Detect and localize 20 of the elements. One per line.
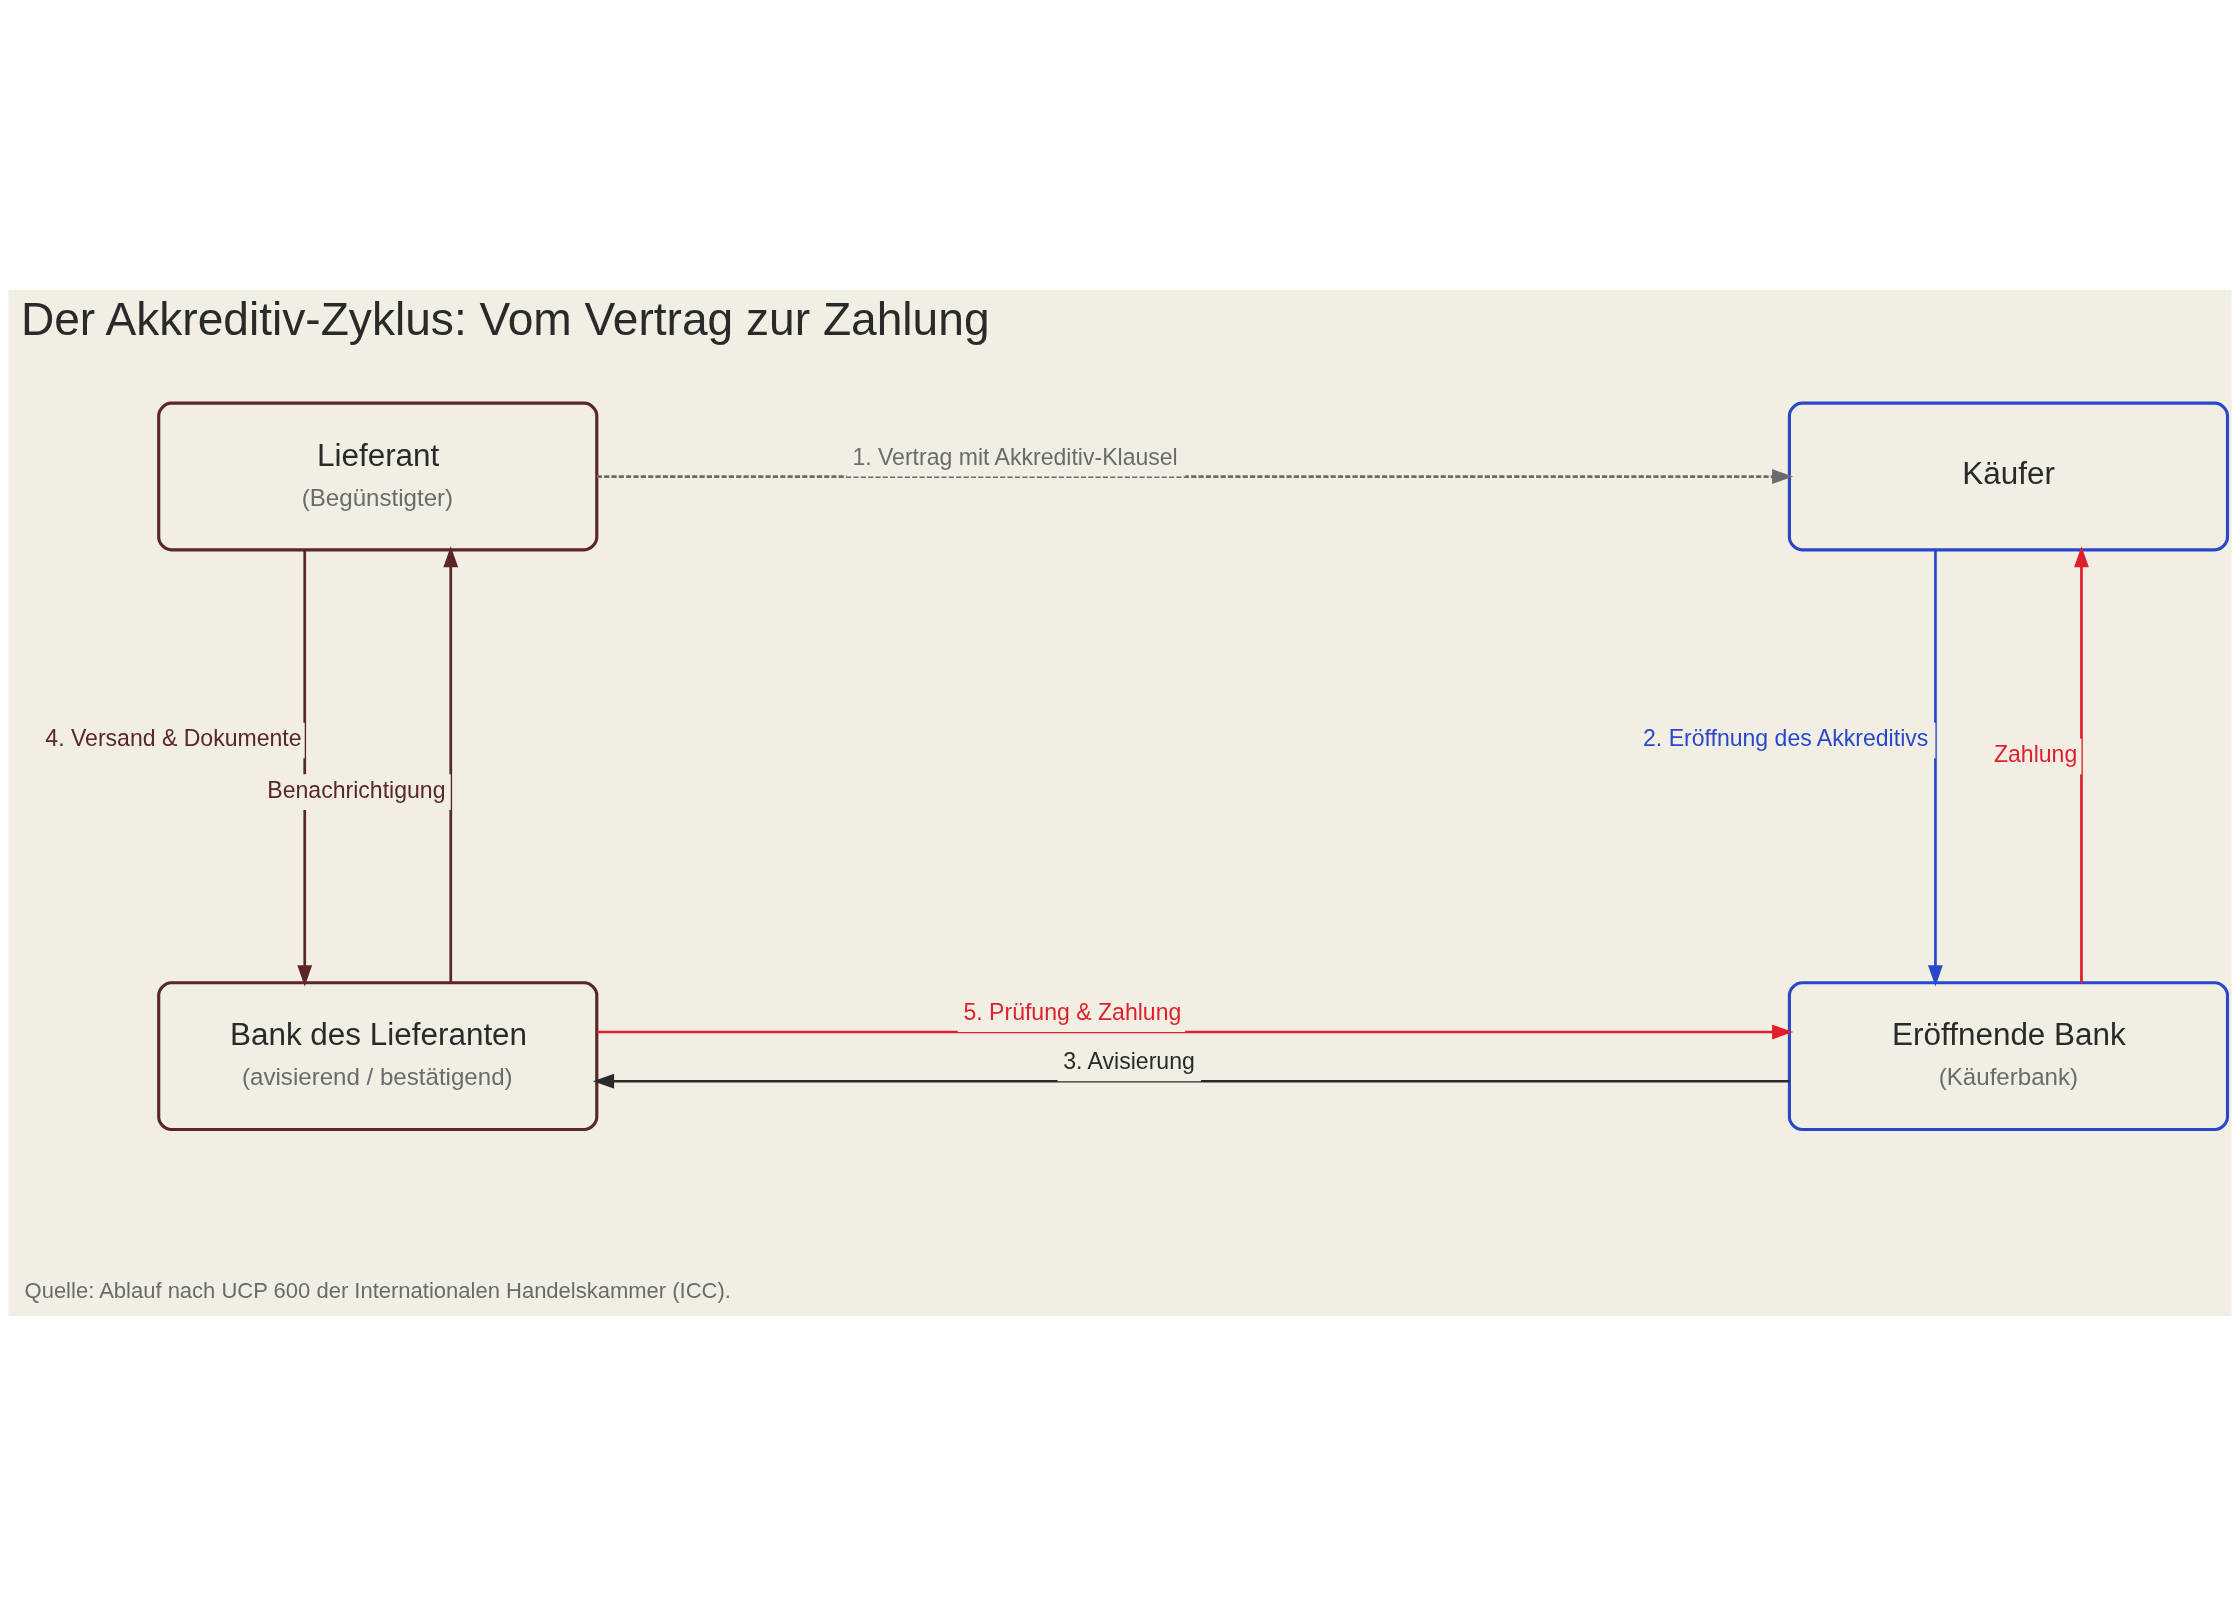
edge-label: 3. Avisierung — [1063, 1047, 1195, 1074]
edge-label: 1. Vertrag mit Akkreditiv-Klausel — [852, 443, 1178, 470]
arrow — [443, 545, 459, 983]
node-box: Bank des Lieferanten (avisierend / bestätigend) — [157, 980, 599, 1131]
edge-label: Zahlung — [1993, 740, 2078, 767]
arrow — [592, 1073, 1790, 1089]
edge-label: 2. Eröffnung des Akkreditivs — [1643, 724, 1929, 751]
node-box: Eröffnende Bank (Käuferbank) — [1787, 980, 2230, 1131]
edge-label: 4. Versand & Dokumente — [45, 724, 302, 751]
arrow — [1928, 549, 1943, 986]
caption: Quelle: Ablauf nach UCP 600 der Internationalen Handelskammer (ICC). — [24, 1277, 731, 1303]
edge-label: 5. Prüfung & Zahlung — [963, 998, 1182, 1025]
arrow — [596, 1024, 1794, 1039]
node-box: Käufer — [1787, 401, 2230, 551]
arrow — [596, 468, 1794, 484]
diagram-title: Der Akkreditiv-Zyklus: Vom Vertrag zur Zahlung — [20, 292, 990, 345]
node-box: Lieferant (Begünstigter) — [157, 401, 599, 551]
arrow — [2074, 545, 2089, 983]
arrow — [297, 549, 313, 986]
edge-label: Benachrichtigung — [267, 776, 446, 803]
